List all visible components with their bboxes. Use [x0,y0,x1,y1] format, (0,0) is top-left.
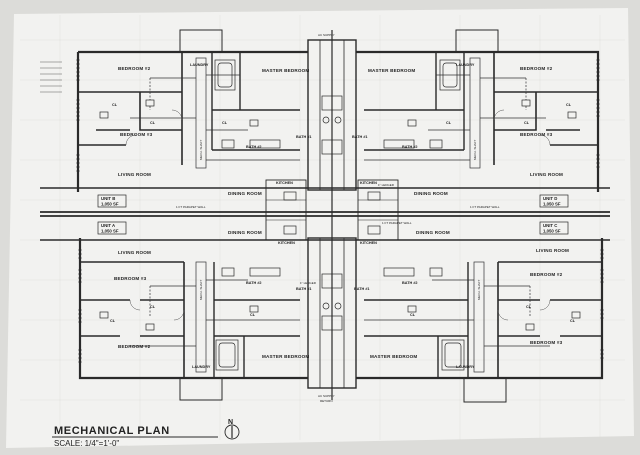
drawing-scale: SCALE: 1/4"=1'-0" [54,439,119,448]
room-labels: BEDROOM #2 BEDROOM #2 BEDROOM #3 BEDROOM… [110,63,576,369]
label-dining-c: DINING ROOM [416,230,450,235]
label-master-d: MASTER BEDROOM [368,68,415,73]
label-shaft-d: MECH. SHAFT [473,139,477,160]
equipment-notes [40,61,62,93]
label-parapet-top-left: 1 FT PARAPET WALL [176,205,206,209]
label-bedroom-3-d: BEDROOM #3 [520,132,553,137]
label-bath2-a: BATH #2 [246,281,262,285]
north-arrow-icon [224,424,240,440]
label-ledger-bottom: 1" LEDGER [300,281,317,285]
door-swings [125,109,551,321]
label-dining-b: DINING ROOM [228,191,262,196]
plumbing-fixtures [214,59,465,371]
label-parapet-bottom: 1 FT PARAPET WALL [382,221,412,225]
label-closet-c3: CL [410,313,416,317]
unit-c-area: 1,050 SF [543,229,561,234]
label-closet-d1: CL [566,103,572,107]
label-closet-a2: CL [150,305,156,309]
unit-tags: UNIT B 1,050 SF UNIT D 1,050 SF UNIT A 1… [97,194,569,235]
supply-diffusers [99,99,581,331]
label-return-bottom: RETURN [320,399,333,403]
label-bedroom-3-c: BEDROOM #3 [530,340,563,345]
label-closet-b2: CL [150,121,156,125]
label-master-a: MASTER BEDROOM [262,354,309,359]
label-ledger-top: 1" LEDGER [378,183,395,187]
label-shaft-b: MECH. SHAFT [199,139,203,160]
label-closet-a3: CL [250,313,256,317]
unit-a-area: 1,050 SF [101,229,119,234]
label-bedroom-3-b: BEDROOM #3 [120,132,153,137]
label-bath1-b: BATH #1 [296,135,312,139]
unit-a-tag [97,221,127,235]
unit-b-area: 1,050 SF [101,202,119,207]
label-laundry-d: LAUNDRY [456,63,475,67]
drawing-title: MECHANICAL PLAN [54,425,170,437]
label-bath1-d: BATH #1 [352,135,368,139]
label-bath1-c: BATH #1 [354,287,370,291]
label-bedroom-3-a: BEDROOM #3 [114,276,147,281]
label-living-a: LIVING ROOM [118,250,151,255]
label-bedroom-2-d: BEDROOM #2 [520,66,553,71]
label-dining-d: DINING ROOM [414,191,448,196]
label-closet-c1: CL [570,319,576,323]
title-block: MECHANICAL PLAN SCALE: 1/4"=1'-0" N [52,419,240,448]
unit-b-name: UNIT B [101,196,115,201]
label-kitchen-d: KITCHEN [360,181,377,185]
label-kitchen-a: KITCHEN [278,241,295,245]
label-parapet-top-right: 1 FT PARAPET WALL [470,205,500,209]
label-bath1-a: BATH #1 [296,287,312,291]
label-laundry-c: LAUNDRY [456,365,475,369]
label-bedroom-2-a: BEDROOM #2 [118,344,151,349]
label-closet-b1: CL [112,103,118,107]
label-bath2-b: BATH #2 [246,145,262,149]
walls [40,29,610,403]
label-living-c: LIVING ROOM [536,248,569,253]
unit-d-tag [539,194,569,208]
unit-b-tag [97,194,127,208]
label-bedroom-2-b: BEDROOM #2 [118,66,151,71]
label-ac-supply-top: AC SUPPLY [318,33,335,37]
label-closet-d2: CL [524,121,530,125]
unit-a-name: UNIT A [101,223,115,228]
label-living-d: LIVING ROOM [530,172,563,177]
north-label: N [228,419,233,426]
label-closet-c2: CL [526,305,532,309]
unit-c-name: UNIT C [543,223,557,228]
shaft-labels: MECH. SHAFT MECH. SHAFT MECH. SHAFT MECH… [199,33,481,403]
label-master-c: MASTER BEDROOM [370,354,417,359]
label-closet-d3: CL [446,121,452,125]
label-shaft-c: MECH. SHAFT [477,279,481,300]
label-laundry-a: LAUNDRY [192,365,211,369]
label-bedroom-2-c-top: BEDROOM #2 [530,272,563,277]
label-laundry-b: LAUNDRY [190,63,209,67]
label-dining-a: DINING ROOM [228,230,262,235]
label-shaft-a: MECH. SHAFT [199,279,203,300]
label-living-b: LIVING ROOM [118,172,151,177]
label-master-b: MASTER BEDROOM [262,68,309,73]
label-kitchen-c: KITCHEN [360,241,377,245]
window-hatching [76,59,604,363]
unit-c-tag [539,221,569,235]
label-closet-a1: CL [110,319,116,323]
label-kitchen-b: KITCHEN [276,181,293,185]
unit-d-area: 1,050 SF [543,202,561,207]
label-ac-supply-bottom: AC SUPPLY [318,394,335,398]
label-bath2-c: BATH #2 [402,281,418,285]
unit-d-name: UNIT D [543,196,557,201]
label-bath2-d: BATH #2 [402,145,418,149]
label-closet-b3: CL [222,121,228,125]
ductwork [130,57,550,373]
